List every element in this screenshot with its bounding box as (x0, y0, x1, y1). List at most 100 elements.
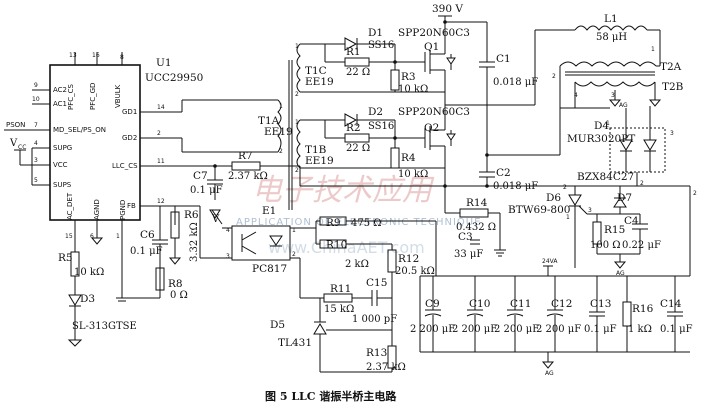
coil-t2b (574, 81, 656, 87)
r11-ref: R11 (330, 283, 351, 295)
ground-icon (613, 261, 627, 269)
resistor-r7 (231, 161, 261, 171)
current-sense-filter: R7 2.37 kΩ C7 0.1 μF (160, 150, 301, 200)
r1-value: 22 Ω (346, 67, 370, 78)
r10-value: 2 kΩ (345, 259, 369, 270)
tl431-icon (313, 323, 327, 335)
d2-value: SS16 (368, 121, 394, 132)
pin-number: 2 (552, 73, 556, 80)
r15-value: 100 Ω (590, 240, 621, 251)
r12-ref: R12 (398, 253, 419, 265)
resistor-r14 (459, 208, 489, 218)
c10-value: 2 200 μF (452, 324, 497, 335)
u1-pin-num: 6 (90, 233, 94, 240)
c11-value: 2 200 μF (494, 324, 539, 335)
pin-number: 1 (295, 119, 299, 126)
u1-pin-name: AGND (93, 199, 101, 220)
pin-number: 1 (279, 103, 283, 110)
c4-value: 0.22 μF (622, 240, 661, 251)
body-diode-icon (446, 133, 456, 141)
d5-value: TL431 (278, 337, 312, 349)
pin-number: 1 (295, 43, 299, 50)
r5-ref: R5 (58, 252, 73, 264)
output-rail-label: 24VA (542, 258, 558, 265)
c13-value: 0.1 μF (584, 324, 617, 335)
pin-number: 3 (611, 92, 615, 99)
c7-ref: C7 (193, 170, 208, 182)
t1a-value: EE19 (264, 126, 293, 138)
ground-icon (67, 339, 83, 347)
r13-value: 2.37 kΩ (366, 362, 406, 373)
r3-ref: R3 (401, 71, 416, 83)
pin-number: 2 (292, 251, 296, 258)
r2-value: 22 Ω (346, 143, 370, 154)
pin-number: 1 (566, 214, 570, 221)
watermark-tagline: APPLICATION OF ELECTRONIC TECHNIQUE (236, 217, 481, 228)
controller-u1: U1 UCC29950 9 AC2 10 AC1 7 MD_SEL/PS_ON … (4, 52, 203, 302)
ag-label: AG (619, 102, 628, 109)
c1-value: 0.018 μF (493, 77, 538, 88)
u1-pin-name: MD_SEL/PS_ON (53, 126, 106, 134)
resistor-r11 (323, 293, 353, 303)
q1-ref: Q1 (424, 41, 439, 53)
watermark: 电子技术应用 APPLICATION OF ELECTRONIC TECHNIQ… (236, 173, 481, 257)
pin-number: 2 (693, 190, 697, 197)
r3-value: 10 kΩ (398, 84, 428, 95)
pin-number: 1 (292, 227, 296, 234)
l1-ref: L1 (604, 13, 618, 25)
r14-value: 0.432 Ω (456, 222, 496, 233)
resistor-r4 (390, 147, 400, 169)
r13-ref: R13 (366, 347, 387, 359)
r4-ref: R4 (401, 152, 416, 164)
u1-pin-num: 14 (157, 104, 165, 111)
watermark-brand: 电子技术应用 (252, 173, 435, 208)
u1-pin-name: GD1 (122, 108, 137, 116)
shunt-resistor: R14 0.432 Ω C3 33 μF (444, 186, 506, 260)
led-icon (68, 294, 82, 306)
pc817-body (231, 225, 291, 261)
u1-pin-num: 8 (120, 54, 124, 61)
coil-t1c (296, 43, 301, 93)
u1-pin-name: LLC_CS (112, 162, 138, 170)
u1-pin-num: 13 (69, 52, 77, 59)
c13-ref: C13 (590, 298, 611, 310)
t1c-value: EE19 (305, 76, 334, 88)
diode-d2 (344, 113, 358, 127)
pin-number: 2 (295, 91, 299, 98)
r2-ref: R2 (346, 122, 361, 134)
r6-ref: R6 (184, 209, 199, 221)
c14-value: 0.1 μF (660, 324, 693, 335)
vcc-arrow-icon (209, 209, 221, 219)
r7-value: 2.37 kΩ (228, 171, 268, 182)
low-side-switch: D2 SS16 R2 22 Ω R4 10 kΩ SPP20N60C3 Q2 (324, 92, 470, 180)
d7-part: BZX84C27 (577, 171, 634, 183)
c6-ref: C6 (140, 229, 155, 241)
pin-number: 2 (563, 184, 567, 191)
c12-value: 2 200 μF (536, 324, 581, 335)
led-icon (269, 235, 283, 246)
q1-part: SPP20N60C3 (398, 27, 470, 39)
voltage-feedback-network: R9 475 Ω R10 2 kΩ R12 20.5 kΩ R11 15 kΩ … (270, 216, 437, 373)
c12-ref: C12 (551, 298, 572, 310)
t2a-ref: T2A (660, 61, 682, 73)
c11-ref: C11 (510, 298, 531, 310)
u1-pin-num: 10 (32, 96, 40, 103)
r12-value: 20.5 kΩ (395, 266, 435, 277)
t1b-value: EE19 (305, 155, 334, 167)
c15-ref: C15 (366, 277, 387, 289)
c4-ref: C4 (624, 215, 639, 227)
inductor-l1 (574, 25, 648, 31)
d6-value: BTW69-800 (508, 204, 570, 216)
u1-pin-name: FB (127, 202, 136, 210)
r5-value: 10 kΩ (74, 267, 104, 278)
c15-value: 1 000 pF (352, 314, 397, 325)
pin-number: 3 (226, 253, 230, 260)
t1c-ref: T1C (305, 65, 327, 77)
c3-value: 33 μF (454, 249, 483, 260)
u1-pin-name: AC_DET (66, 192, 74, 220)
resistor-r8 (155, 267, 165, 291)
led-indicator: R5 10 kΩ D3 SL-313GTSE (58, 240, 137, 347)
pin-number: 2 (279, 148, 283, 155)
u1-pin-num: 1 (116, 233, 120, 240)
t1a-ref: T1A (258, 115, 280, 127)
